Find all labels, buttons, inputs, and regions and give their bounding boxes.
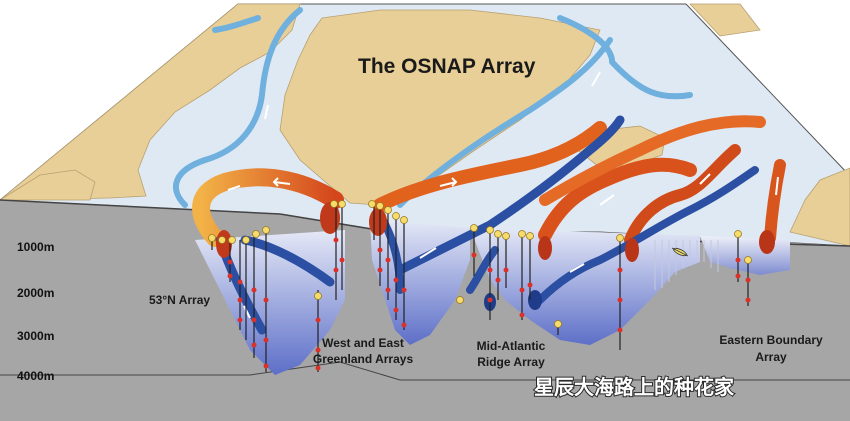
scotland-landmass <box>789 167 850 247</box>
depth-label-2000: 2000m <box>17 286 54 300</box>
mooring-instruments <box>227 237 751 371</box>
label-eastern-array-line1: Eastern Boundary <box>719 333 823 347</box>
label-greenland-arrays-line2: Greenland Arrays <box>313 352 414 366</box>
moorings <box>211 206 749 372</box>
label-ridge-array-line2: Ridge Array <box>477 355 545 369</box>
arctic-island <box>689 3 761 37</box>
page-title: The OSNAP Array <box>358 55 536 78</box>
flow-direction-arrows <box>227 71 779 319</box>
label-ridge-array-line1: Mid-Atlantic <box>477 339 546 353</box>
glider-icon <box>671 247 689 257</box>
labrador-landmass <box>0 169 96 201</box>
warm-currents <box>192 115 786 247</box>
watermark-text: 星辰大海路上的种花家 <box>534 375 735 399</box>
label-eastern-array-line2: Array <box>755 350 787 364</box>
bathymetry-hatching <box>654 240 719 290</box>
label-53n-array: 53°N Array <box>149 293 210 307</box>
depth-label-3000: 3000m <box>17 329 54 343</box>
label-greenland-arrays-line1: West and East <box>322 336 404 350</box>
mooring-floats <box>208 200 752 328</box>
depth-label-4000: 4000m <box>17 369 54 383</box>
iceland-basin-section <box>470 228 700 345</box>
depth-label-1000: 1000m <box>17 240 54 254</box>
